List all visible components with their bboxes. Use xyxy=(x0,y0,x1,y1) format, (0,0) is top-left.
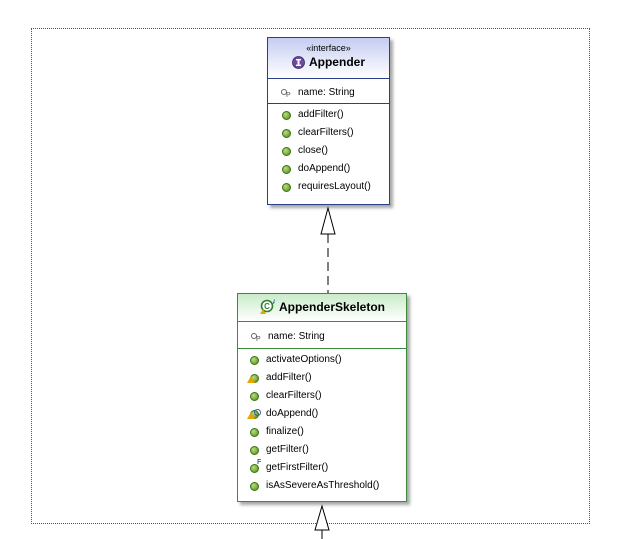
public-method-icon xyxy=(248,387,264,405)
operation-label: activateOptions() xyxy=(266,354,342,365)
svg-text:C: C xyxy=(264,302,270,311)
attribute-row: P name: String xyxy=(280,84,389,102)
warning-method-icon xyxy=(247,369,264,387)
public-method-icon xyxy=(280,142,296,160)
public-method-icon xyxy=(280,160,296,178)
interface-icon xyxy=(292,55,305,69)
operation-label: close() xyxy=(298,145,329,156)
interface-attributes: P name: String xyxy=(268,79,389,104)
operation-row[interactable]: getFilter() xyxy=(248,441,406,459)
abstract-class-icon: C A xyxy=(259,299,275,314)
public-method-icon xyxy=(248,477,264,495)
operation-row[interactable]: doAppend() xyxy=(247,405,406,423)
class-header: C A AppenderSkeleton xyxy=(238,294,406,322)
attribute-label: name: String xyxy=(298,87,355,98)
operation-label: requiresLayout() xyxy=(298,181,371,192)
operation-label: isAsSevereAsThreshold() xyxy=(266,480,380,491)
operation-label: getFilter() xyxy=(266,444,309,455)
realization-arrowhead xyxy=(320,206,336,235)
operation-label: doAppend() xyxy=(266,408,319,419)
property-icon: P xyxy=(250,328,266,346)
class-name: AppenderSkeleton xyxy=(278,300,386,314)
operation-row[interactable]: clearFilters() xyxy=(280,124,389,142)
property-icon: P xyxy=(280,84,296,102)
operation-row[interactable]: activateOptions() xyxy=(248,351,406,369)
operation-row[interactable]: doAppend() xyxy=(280,160,389,178)
class-attributes: P name: String xyxy=(238,322,406,349)
public-method-icon xyxy=(280,124,296,142)
lower-arrowhead xyxy=(314,504,330,531)
class-operations: activateOptions() addFilter() clearFilte… xyxy=(238,349,406,499)
public-method-icon xyxy=(280,106,296,124)
overridden-method-icon xyxy=(247,405,264,423)
svg-text:A: A xyxy=(272,300,275,306)
operation-row[interactable]: isAsSevereAsThreshold() xyxy=(248,477,406,495)
operation-label: clearFilters() xyxy=(298,127,354,138)
operation-label: addFilter() xyxy=(266,372,312,383)
operation-label: clearFilters() xyxy=(266,390,322,401)
operation-row[interactable]: requiresLayout() xyxy=(280,178,389,196)
interface-operations: addFilter() clearFilters() close() doApp… xyxy=(268,104,389,200)
interface-name: Appender xyxy=(308,55,365,69)
stereotype-label: «interface» xyxy=(306,43,351,53)
operation-row[interactable]: addFilter() xyxy=(247,369,406,387)
public-method-icon xyxy=(248,423,264,441)
attribute-label: name: String xyxy=(268,331,325,342)
appender-interface-box[interactable]: «interface» Appender P name: String addF… xyxy=(267,37,390,205)
operation-label: doAppend() xyxy=(298,163,351,174)
operation-label: getFirstFilter() xyxy=(266,462,329,473)
operation-row[interactable]: addFilter() xyxy=(280,106,389,124)
final-method-icon: F xyxy=(248,459,264,477)
operation-row[interactable]: clearFilters() xyxy=(248,387,406,405)
operation-row[interactable]: finalize() xyxy=(248,423,406,441)
attribute-row: P name: String xyxy=(250,328,406,346)
operation-label: finalize() xyxy=(266,426,304,437)
operation-row[interactable]: close() xyxy=(280,142,389,160)
public-method-icon xyxy=(248,351,264,369)
public-method-icon xyxy=(248,441,264,459)
appender-skeleton-box[interactable]: C A AppenderSkeleton P name: String acti… xyxy=(237,293,407,502)
interface-header: «interface» Appender xyxy=(268,38,389,79)
operation-label: addFilter() xyxy=(298,109,344,120)
class-title: C A AppenderSkeleton xyxy=(259,299,385,315)
public-method-icon xyxy=(280,178,296,196)
interface-title: Appender xyxy=(292,54,365,70)
diagram-frame xyxy=(31,28,590,524)
